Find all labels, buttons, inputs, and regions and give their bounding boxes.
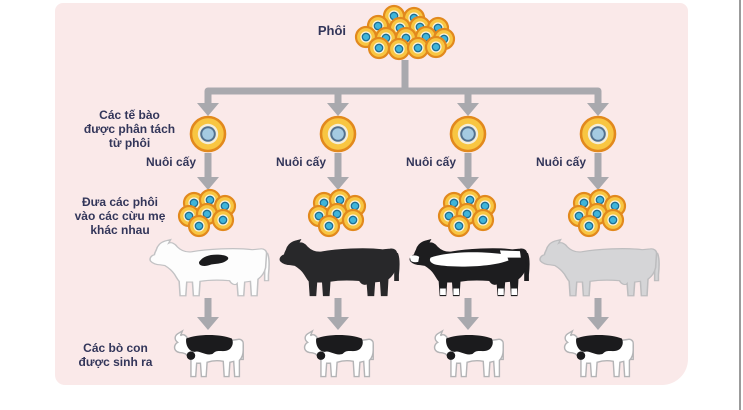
- cultured-embryos-4: [569, 190, 625, 236]
- down-arrow-icon: [457, 153, 479, 190]
- down-arrow-icon: [587, 153, 609, 190]
- right-edge-divider: [739, 0, 741, 410]
- embryo-cluster: [356, 6, 454, 59]
- mother-cow-gray-icon: [539, 238, 660, 297]
- cultured-embryos-3: [439, 190, 495, 236]
- calf-icon: [173, 330, 244, 378]
- branch-connector: [204, 87, 602, 98]
- down-arrow-icon: [587, 298, 609, 330]
- down-arrow-icon: [327, 91, 349, 116]
- calf-icon: [433, 330, 504, 378]
- down-arrow-icon: [457, 91, 479, 116]
- culture-label-3: Nuôi cấy: [405, 155, 456, 169]
- down-arrow-icon: [197, 298, 219, 330]
- cultured-embryos-2: [309, 190, 365, 236]
- implant-label: Đưa các phôi vào các cừu mẹ khác nhau: [74, 195, 166, 237]
- separated-cell-4: [579, 115, 617, 153]
- down-arrow-icon: [457, 298, 479, 330]
- culture-label-4: Nuôi cấy: [535, 155, 586, 169]
- separated-cell-2: [319, 115, 357, 153]
- down-arrow-icon: [197, 153, 219, 190]
- down-arrow-icon: [327, 153, 349, 190]
- calf-icon: [563, 330, 634, 378]
- mother-cow-black-icon: [279, 239, 400, 297]
- separated-cell-3: [449, 115, 487, 153]
- culture-label-1: Nuôi cấy: [145, 155, 196, 169]
- mother-cow-holstein-icon: [409, 239, 530, 297]
- cultured-embryos-1: [179, 190, 235, 236]
- down-arrow-icon: [197, 91, 219, 116]
- down-arrow-icon: [327, 298, 349, 330]
- mother-cow-white-icon: [149, 238, 270, 297]
- embryo-label: Phôi: [317, 23, 346, 38]
- separated-cells-label: Các tế bào được phân tách từ phôi: [83, 108, 176, 150]
- culture-label-2: Nuôi cấy: [275, 155, 326, 169]
- down-arrow-icon: [587, 91, 609, 116]
- offspring-label: Các bò con được sinh ra: [78, 341, 153, 369]
- calf-icon: [303, 330, 374, 378]
